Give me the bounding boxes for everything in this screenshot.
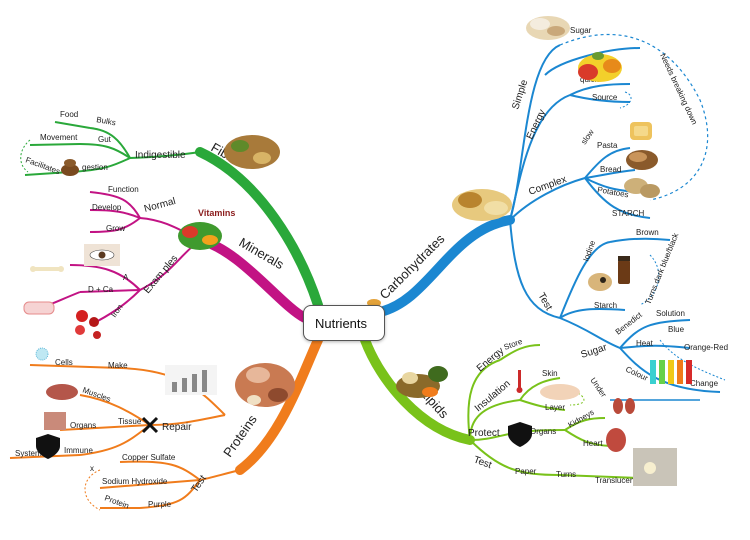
benedict-tubes-image	[650, 360, 692, 384]
insulation-label: Insulation	[473, 378, 513, 414]
center-node: Nutrients	[303, 305, 385, 341]
movement-label: Movement	[40, 133, 78, 142]
store-label: Store	[503, 337, 525, 352]
eye-image	[84, 244, 120, 266]
fibre-foods-image	[224, 135, 280, 169]
ingestion-label: gestion	[82, 163, 108, 172]
develop-label: Develop	[92, 203, 122, 212]
proteins-organs-label: Organs	[70, 421, 96, 430]
starch-test-label: Starch	[594, 301, 617, 310]
organs-image	[44, 412, 66, 430]
branch-proteins	[235, 335, 323, 475]
shield-icon	[508, 422, 532, 447]
carbs-test-label: Test	[535, 291, 554, 313]
vitamins-art-text: Vitamins	[198, 208, 235, 218]
poop-icon	[61, 159, 79, 176]
change-label: Change	[690, 379, 719, 388]
orange-red-label: Orange-Red	[684, 343, 728, 352]
iodine-test-image	[588, 256, 630, 291]
starch-label: STARCH	[612, 209, 645, 218]
turns-label: Turns	[556, 470, 576, 479]
heart-image	[606, 428, 626, 452]
sodium-hydroxide-label: Sodium Hydroxide	[102, 477, 168, 486]
skin-label: Skin	[542, 369, 558, 378]
repair-label: Repair	[162, 422, 192, 433]
tissue-label: Tissue	[118, 417, 142, 426]
bone-image	[30, 266, 64, 272]
colour-label: Colour	[624, 365, 649, 383]
pasta-label: Pasta	[597, 141, 618, 150]
muscles-label: Muscles	[81, 385, 112, 403]
translucent-label: Translucent	[595, 476, 637, 485]
vitamin-a-label: A	[123, 273, 129, 282]
thermometer-icon	[516, 370, 523, 393]
dashed-arrow-breakdown	[559, 33, 709, 201]
hand-image	[540, 384, 580, 400]
function-label: Function	[108, 185, 139, 194]
sugar-image	[526, 16, 570, 40]
purple-label: Purple	[148, 500, 172, 509]
heart-label: Heart	[583, 439, 603, 448]
blood-cells-image	[75, 310, 101, 339]
carbohydrate-foods-image	[452, 189, 512, 221]
teeth-image	[23, 301, 55, 315]
benedict-label: Benedict	[614, 310, 645, 337]
slow-label: slow	[579, 128, 596, 146]
lipid-foods-image	[396, 366, 448, 398]
heat-label: Heat	[636, 339, 654, 348]
source-label: Source	[592, 93, 618, 102]
paper-label: Paper	[515, 467, 537, 476]
translucent-paper-image	[633, 448, 677, 486]
potatoes-image	[624, 178, 660, 198]
branch-lipids	[360, 335, 475, 445]
center-label: Nutrients	[315, 315, 368, 331]
immune-shield-icon	[36, 434, 60, 459]
growth-chart-image	[165, 365, 217, 395]
fruit-image	[578, 52, 622, 82]
protein-foods-image	[235, 363, 295, 407]
bulks-label: Bulks	[96, 115, 117, 127]
kidneys-image	[613, 398, 635, 414]
pasta-image	[630, 122, 652, 140]
lipids-organs-label: Organs	[530, 427, 556, 436]
sugar-test-label: Sugar	[580, 342, 609, 361]
proteins-test-label: Test	[189, 473, 209, 495]
branch-carbohydrates	[375, 215, 515, 317]
food-label: Food	[60, 110, 78, 119]
blue-label: Blue	[668, 325, 685, 334]
cell-image	[35, 347, 49, 361]
protect-label: Protect	[468, 428, 500, 439]
needs-breaking-down-label: Needs breaking down	[658, 52, 699, 126]
vitamins-image	[178, 222, 222, 250]
normal-label: Normal	[143, 196, 177, 215]
d-ca-label: D + Ca	[88, 285, 114, 294]
bread-image	[626, 150, 658, 170]
grow-label: Grow	[106, 224, 125, 233]
sugar-label: Sugar	[570, 26, 592, 35]
simple-label: Simple	[510, 78, 530, 111]
copper-sulfate-label: Copper Sulfate	[122, 453, 176, 462]
cells-label: Cells	[55, 358, 73, 367]
branch-fibres	[195, 147, 323, 310]
under-label: Under	[588, 376, 608, 399]
turns-dark-label: Turns dark blue/black	[644, 231, 681, 306]
layer-label: Layer	[545, 403, 565, 412]
immune-label: Immune	[64, 446, 93, 455]
system-label: System	[15, 449, 42, 458]
brown-label: Brown	[636, 228, 659, 237]
solution-label: Solution	[656, 309, 685, 318]
bread-label: Bread	[600, 165, 621, 174]
complex-label: Complex	[527, 174, 568, 198]
examples-label: Exam ples	[142, 253, 180, 296]
repair-tools-icon	[141, 416, 159, 434]
x-mark: x	[90, 464, 94, 473]
make-label: Make	[108, 361, 128, 370]
muscles-image	[46, 384, 78, 400]
gut-label: Gut	[98, 135, 112, 144]
indigestible-label: Indigestible	[135, 150, 186, 161]
